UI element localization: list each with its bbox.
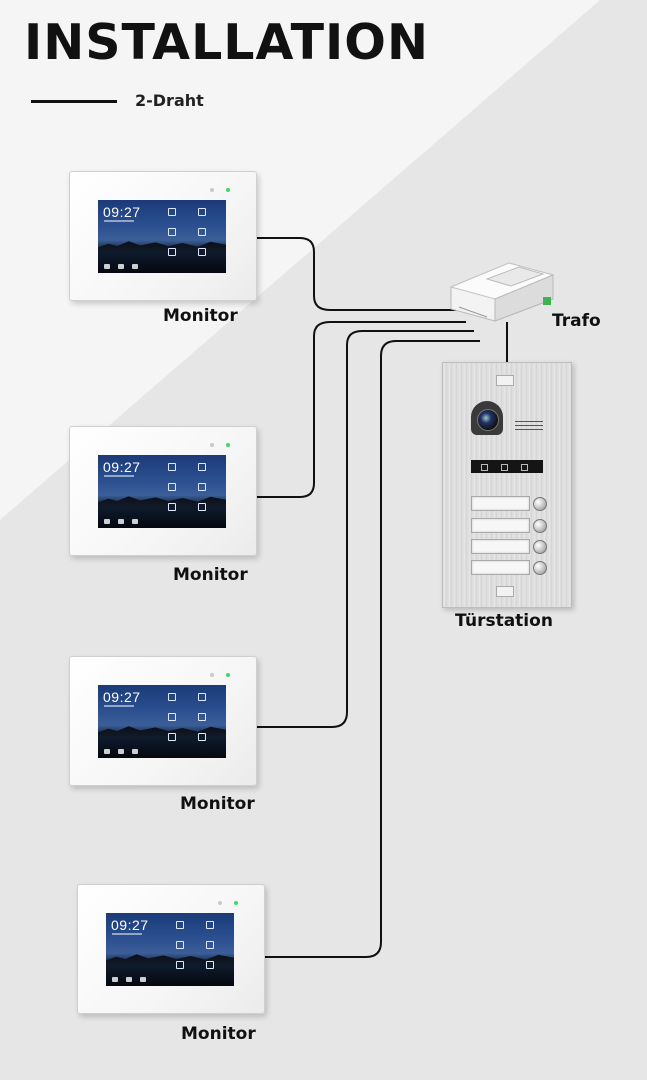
cloud-icon: [206, 941, 214, 949]
phone-icon: [176, 941, 184, 949]
top-light: [496, 375, 514, 386]
phone-icon: [168, 713, 176, 721]
cloud-icon: [198, 228, 206, 236]
bottom-light: [496, 586, 514, 597]
phone-icon: [168, 483, 176, 491]
monitor-label: Monitor: [163, 306, 238, 326]
door-station: [442, 362, 572, 608]
chat-icon: [140, 977, 146, 982]
gear-icon: [198, 208, 206, 216]
music-icon: [168, 248, 176, 256]
phone-icon: [168, 228, 176, 236]
music-icon: [168, 503, 176, 511]
power-icon: [198, 733, 206, 741]
name-plate-1: [471, 496, 530, 511]
monitor-clock: 09:27: [103, 459, 141, 475]
status-led: [226, 443, 230, 447]
chat-icon: [132, 264, 138, 269]
wire-monitor-3: [257, 330, 474, 728]
status-led: [210, 673, 214, 677]
wire-monitor-1: [256, 237, 462, 311]
page-title: INSTALLATION: [24, 14, 429, 71]
camera-icon: [477, 409, 499, 431]
camera-icon: [118, 264, 124, 269]
cloud-icon: [198, 483, 206, 491]
door-icon: [168, 693, 176, 701]
monitor-1: 09:27: [69, 171, 257, 301]
music-icon: [176, 961, 184, 969]
monitor-clock: 09:27: [111, 917, 149, 933]
name-plate-2: [471, 518, 530, 533]
status-led: [226, 673, 230, 677]
music-icon: [168, 733, 176, 741]
gear-icon: [206, 921, 214, 929]
home-icon: [104, 749, 110, 754]
wire-monitor-4: [263, 340, 480, 958]
speaker-grille: [515, 421, 543, 431]
trafo-label: Trafo: [552, 311, 601, 331]
status-led: [218, 901, 222, 905]
monitor-screen: 09:27: [98, 685, 226, 758]
power-icon: [198, 248, 206, 256]
cloud-icon: [198, 713, 206, 721]
chat-icon: [132, 519, 138, 524]
monitor-clock: 09:27: [103, 204, 141, 220]
name-plate-3: [471, 539, 530, 554]
call-button-1[interactable]: [533, 497, 547, 511]
monitor-clock: 09:27: [103, 689, 141, 705]
home-icon: [104, 264, 110, 269]
gear-icon: [198, 463, 206, 471]
status-led: [234, 901, 238, 905]
status-led: [210, 443, 214, 447]
monitor-screen: 09:27: [106, 913, 234, 986]
door-station-label: Türstation: [455, 611, 553, 631]
monitor-2: 09:27: [69, 426, 257, 556]
wire-monitor-2: [257, 321, 466, 498]
call-button-2[interactable]: [533, 519, 547, 533]
call-button-3[interactable]: [533, 540, 547, 554]
door-icon: [168, 208, 176, 216]
monitor-label: Monitor: [180, 794, 255, 814]
power-icon: [198, 503, 206, 511]
monitor-3: 09:27: [69, 656, 257, 786]
chat-icon: [132, 749, 138, 754]
home-icon: [112, 977, 118, 982]
call-button-4[interactable]: [533, 561, 547, 575]
camera-icon: [118, 749, 124, 754]
camera-icon: [126, 977, 132, 982]
door-icon: [168, 463, 176, 471]
monitor-label: Monitor: [173, 565, 248, 585]
camera-icon: [118, 519, 124, 524]
power-icon: [206, 961, 214, 969]
door-icon: [176, 921, 184, 929]
monitor-screen: 09:27: [98, 200, 226, 273]
monitor-4: 09:27: [77, 884, 265, 1014]
gear-icon: [198, 693, 206, 701]
legend-line: [31, 100, 117, 103]
camera-housing: [471, 401, 503, 435]
monitor-screen: 09:27: [98, 455, 226, 528]
status-led: [210, 188, 214, 192]
legend-label: 2-Draht: [135, 91, 204, 110]
name-plate-4: [471, 560, 530, 575]
monitor-label: Monitor: [181, 1024, 256, 1044]
home-icon: [104, 519, 110, 524]
status-led: [226, 188, 230, 192]
status-display: [471, 460, 543, 473]
trafo-device: [449, 262, 555, 322]
